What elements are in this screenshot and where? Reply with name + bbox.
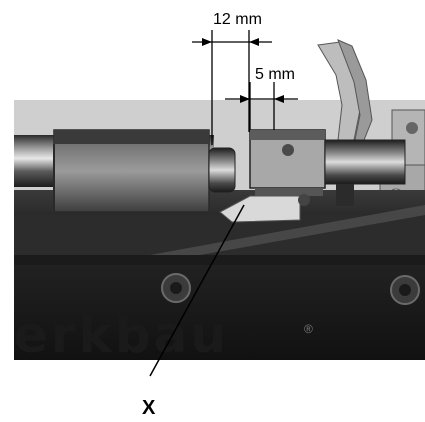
breech-nose bbox=[208, 147, 236, 193]
breech-block bbox=[53, 129, 210, 213]
registered-mark: ® bbox=[304, 322, 313, 336]
screw-left-icon bbox=[161, 273, 191, 303]
rifle-photo: erkbau ® bbox=[14, 39, 425, 364]
dimension-12mm bbox=[192, 30, 272, 145]
brand-logo-text: erkbau bbox=[14, 306, 229, 364]
screw-right-icon bbox=[390, 275, 420, 305]
callout-label: X bbox=[142, 397, 156, 419]
loading-ramp bbox=[219, 195, 301, 223]
callout-leader-line bbox=[149, 204, 245, 377]
dimension-5mm-label: 5 mm bbox=[255, 66, 295, 83]
bolt-cylinder bbox=[324, 139, 406, 185]
bolt-slider bbox=[249, 129, 326, 196]
dimension-12mm-label: 12 mm bbox=[213, 11, 262, 28]
dimension-5mm bbox=[225, 82, 298, 130]
